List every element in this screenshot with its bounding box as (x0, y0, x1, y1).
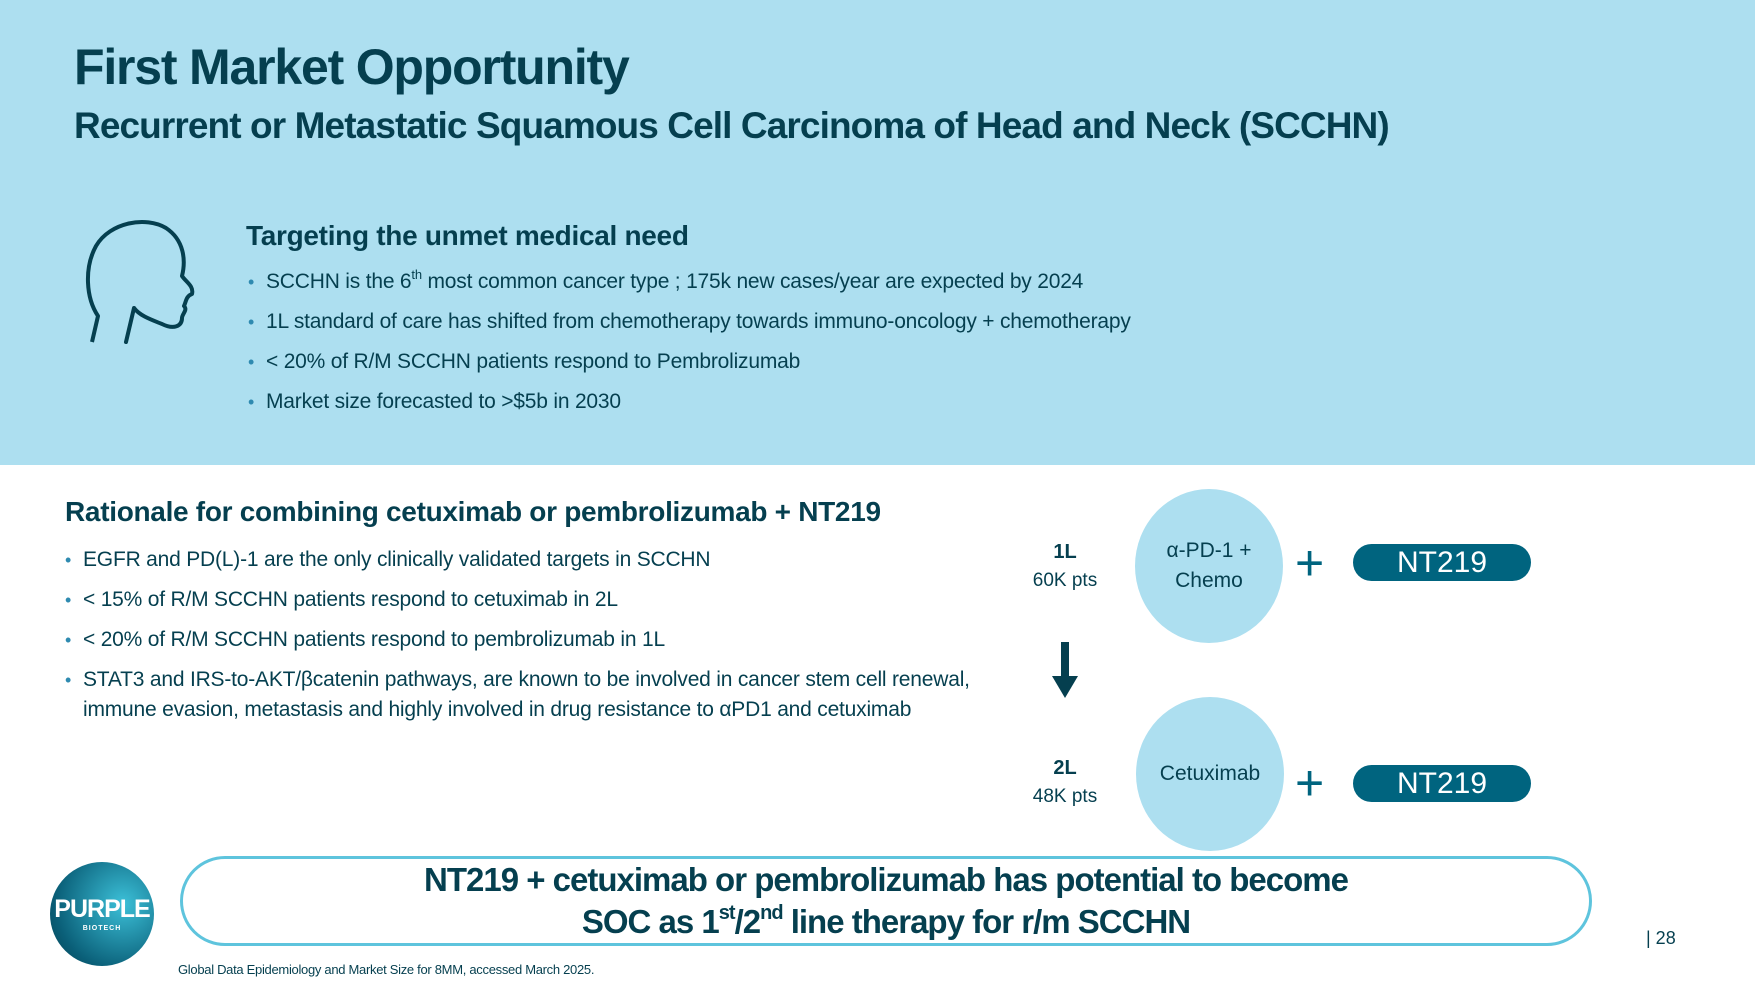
head-profile-icon (85, 220, 195, 344)
page-number: | 28 (1646, 928, 1676, 948)
callout-box: NT219 + cetuximab or pembrolizumab has p… (180, 856, 1592, 946)
list-item: EGFR and PD(L)-1 are the only clinically… (65, 545, 1000, 575)
logo-subtext: BIOTECH (82, 924, 122, 932)
rationale-list: EGFR and PD(L)-1 are the only clinically… (65, 545, 1000, 735)
company-logo: PURPLE BIOTECH (50, 862, 154, 966)
list-item: Market size forecasted to >$5b in 2030 (248, 382, 1131, 422)
list-item: < 20% of R/M SCCHN patients respond to p… (65, 625, 1000, 655)
footnote: Global Data Epidemiology and Market Size… (178, 962, 595, 977)
plus-icon: + (1295, 755, 1325, 811)
callout-line-2: SOC as 1st/2nd line therapy for r/m SCCH… (581, 902, 1191, 940)
plus-icon: + (1295, 535, 1325, 591)
unmet-need-list: SCCHN is the 6th most common cancer type… (248, 262, 1131, 422)
logo-text: PURPLE (54, 894, 150, 923)
rationale-heading: Rationale for combining cetuximab or pem… (65, 496, 881, 527)
page-title: First Market Opportunity (74, 39, 630, 95)
list-item: < 20% of R/M SCCHN patients respond to P… (248, 342, 1131, 382)
second-line-therapy: Cetuximab (1136, 697, 1284, 851)
list-item: STAT3 and IRS-to-AKT/βcatenin pathways, … (65, 665, 1000, 725)
list-item: SCCHN is the 6th most common cancer type… (248, 262, 1131, 302)
list-item: 1L standard of care has shifted from che… (248, 302, 1131, 342)
first-line-therapy: α-PD-1 + Chemo (1135, 489, 1283, 643)
callout-line-1: NT219 + cetuximab or pembrolizumab has p… (424, 861, 1349, 898)
nt219-pill-2l: NT219 (1353, 765, 1531, 802)
nt219-pill-1l: NT219 (1353, 544, 1531, 581)
page-subtitle: Recurrent or Metastatic Squamous Cell Ca… (74, 105, 1390, 146)
unmet-need-heading: Targeting the unmet medical need (246, 220, 689, 251)
list-item: < 15% of R/M SCCHN patients respond to c… (65, 585, 1000, 615)
arrow-down-icon (1052, 642, 1078, 698)
